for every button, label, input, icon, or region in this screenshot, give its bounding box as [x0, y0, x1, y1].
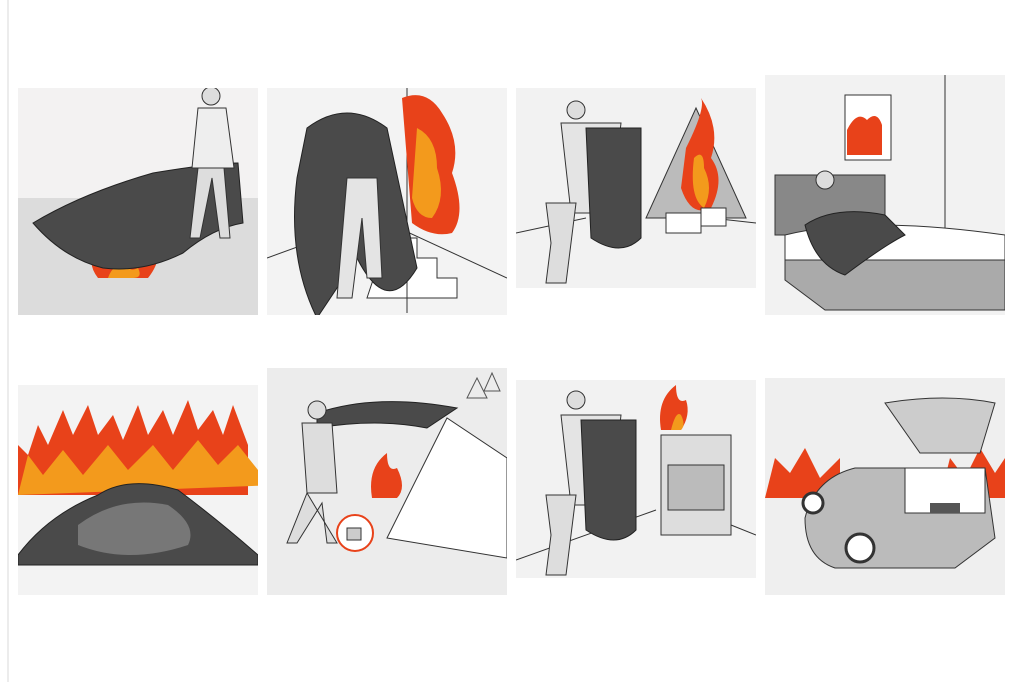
- panel-stove: [516, 380, 756, 578]
- panel-wrapped-person: [267, 88, 507, 315]
- christmas-tree-fire-icon: [516, 88, 756, 303]
- bed-fire-icon: [765, 75, 1005, 315]
- panel-campfire-tent: [267, 368, 507, 595]
- panel-christmas-tree: [516, 88, 756, 303]
- panel-car: [765, 378, 1005, 595]
- panel-bed: [765, 75, 1005, 315]
- stove-pan-fire-icon: [516, 380, 756, 578]
- wildfire-shelter-icon: [18, 385, 258, 595]
- panel-wildfire: [18, 385, 258, 595]
- panel-floor-fire: [18, 88, 258, 315]
- car-trunk-fire-icon: [765, 378, 1005, 595]
- blanket-over-floor-fire-icon: [18, 88, 258, 315]
- blanket-wrapped-person-icon: [267, 88, 507, 315]
- page-edge-divider: [7, 0, 9, 682]
- campfire-tent-icon: [267, 368, 507, 595]
